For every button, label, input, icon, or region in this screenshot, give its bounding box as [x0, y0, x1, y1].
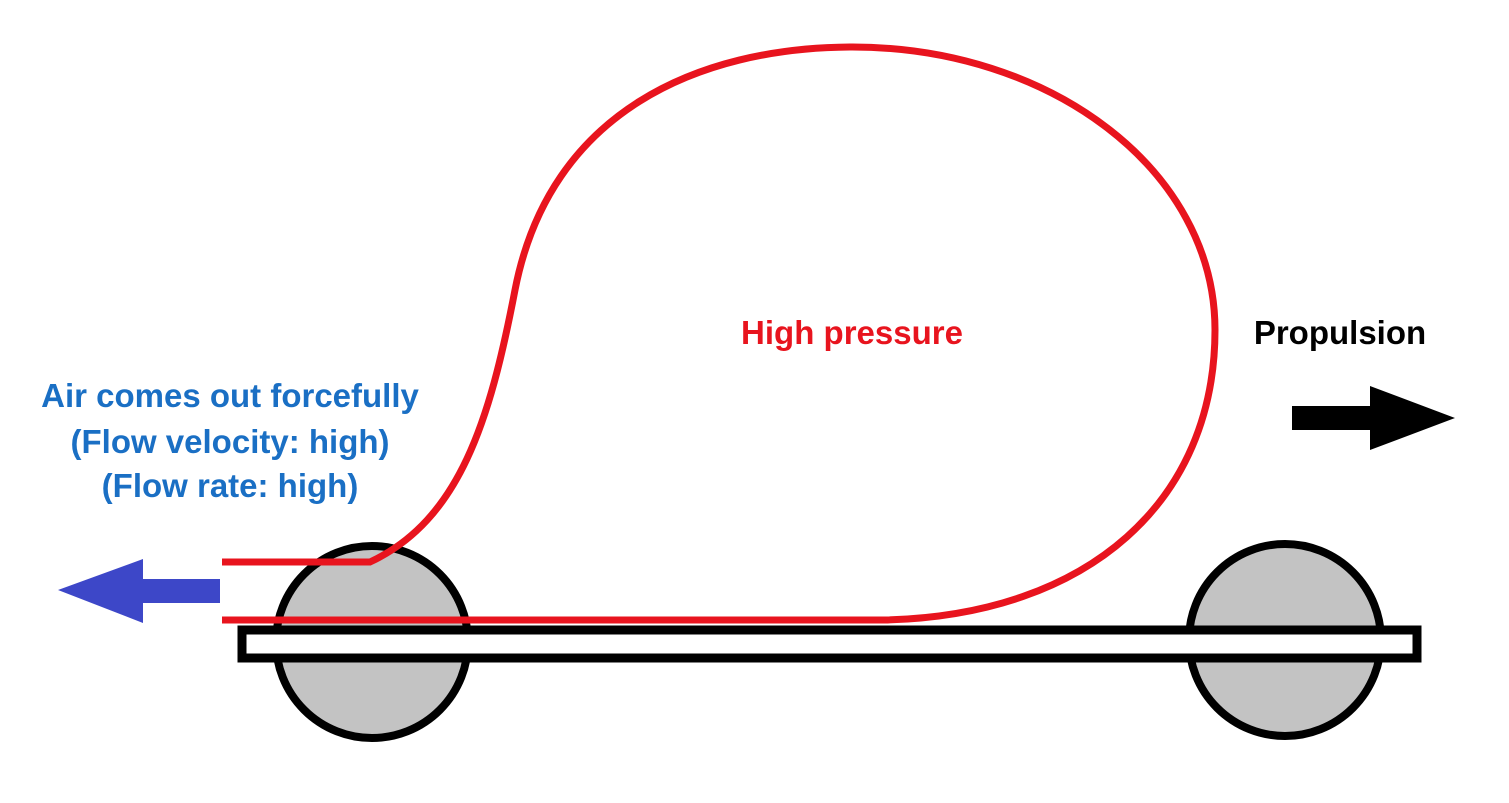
propulsion-arrow-icon — [1292, 386, 1455, 450]
high-pressure-label: High pressure — [741, 314, 963, 351]
propulsion-label: Propulsion — [1253, 314, 1427, 351]
outflow-label-line3: (Flow rate: high) — [101, 467, 359, 504]
outflow-label-line1: Air comes out forcefully — [41, 377, 419, 414]
balloon-outline — [222, 43, 1219, 624]
outflow-arrow-icon — [58, 559, 220, 623]
outflow-label-line2: (Flow velocity: high) — [70, 423, 390, 460]
car-platform — [237, 625, 1422, 663]
